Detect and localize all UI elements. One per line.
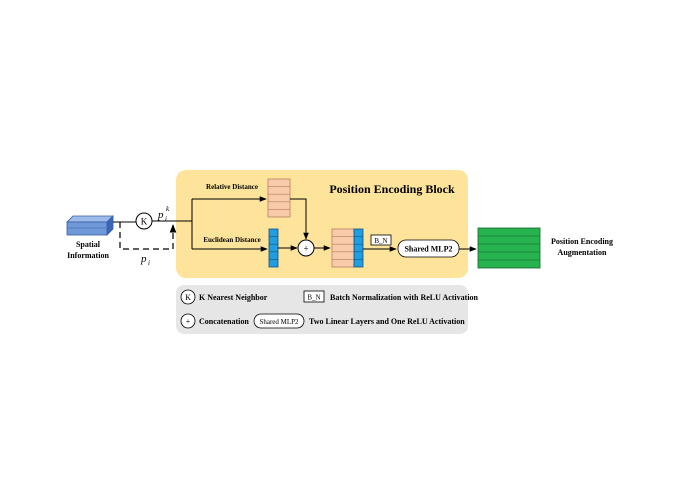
output-label-line2: Augmentation bbox=[558, 248, 607, 257]
output-tensor bbox=[477, 227, 541, 269]
pi-base: p bbox=[140, 253, 147, 265]
legend-concat-icon bbox=[180, 313, 196, 329]
pi-dashed-path bbox=[119, 222, 177, 250]
pik-label: p i k bbox=[157, 205, 170, 223]
legend-mlp-icon bbox=[253, 313, 305, 329]
legend-knn-symbol: K bbox=[185, 293, 191, 302]
legend-concat-symbol: + bbox=[186, 317, 191, 326]
euclidean-distance-tensor bbox=[268, 228, 279, 268]
legend-mlp-text: Two Linear Layers and One ReLU Activatio… bbox=[309, 317, 465, 326]
legend-bn-icon bbox=[303, 290, 325, 303]
legend-knn-icon bbox=[180, 289, 196, 305]
concatenated-tensor bbox=[331, 228, 364, 268]
shared-mlp2-label: Shared MLP2 bbox=[404, 245, 452, 254]
output-label-line1: Position Encoding bbox=[551, 237, 613, 246]
concat-symbol: + bbox=[303, 244, 308, 254]
legend-knn-text: K Nearest Neighbor bbox=[199, 293, 268, 302]
spatial-label-line1: Spatial bbox=[76, 240, 101, 249]
block-title: Position Encoding Block bbox=[329, 182, 455, 196]
legend-concat-text: Concatenation bbox=[199, 317, 249, 326]
legend-bn-text: Batch Normalization with ReLU Activation bbox=[330, 293, 479, 302]
spatial-label-line2: Information bbox=[67, 251, 109, 260]
pi-label: p i bbox=[140, 253, 150, 267]
knn-symbol: K bbox=[141, 217, 148, 227]
pik-sub: i bbox=[165, 215, 167, 223]
pi-sub: i bbox=[148, 259, 150, 267]
legend-box bbox=[176, 285, 468, 334]
bn-box bbox=[370, 234, 392, 246]
legend-mlp-symbol: Shared MLP2 bbox=[259, 318, 299, 326]
relative-distance-label: Relative Distance bbox=[206, 183, 258, 191]
pik-sup: k bbox=[166, 205, 170, 213]
bn-label: B_N bbox=[374, 237, 387, 245]
relative-distance-tensor bbox=[267, 178, 291, 218]
euclidean-distance-label: Euclidean Distance bbox=[203, 236, 260, 244]
legend-bn-symbol: B_N bbox=[307, 294, 320, 302]
spatial-information-icon bbox=[66, 215, 114, 236]
relative-to-concat-arrow bbox=[290, 198, 309, 240]
pik-base: p bbox=[157, 209, 164, 221]
